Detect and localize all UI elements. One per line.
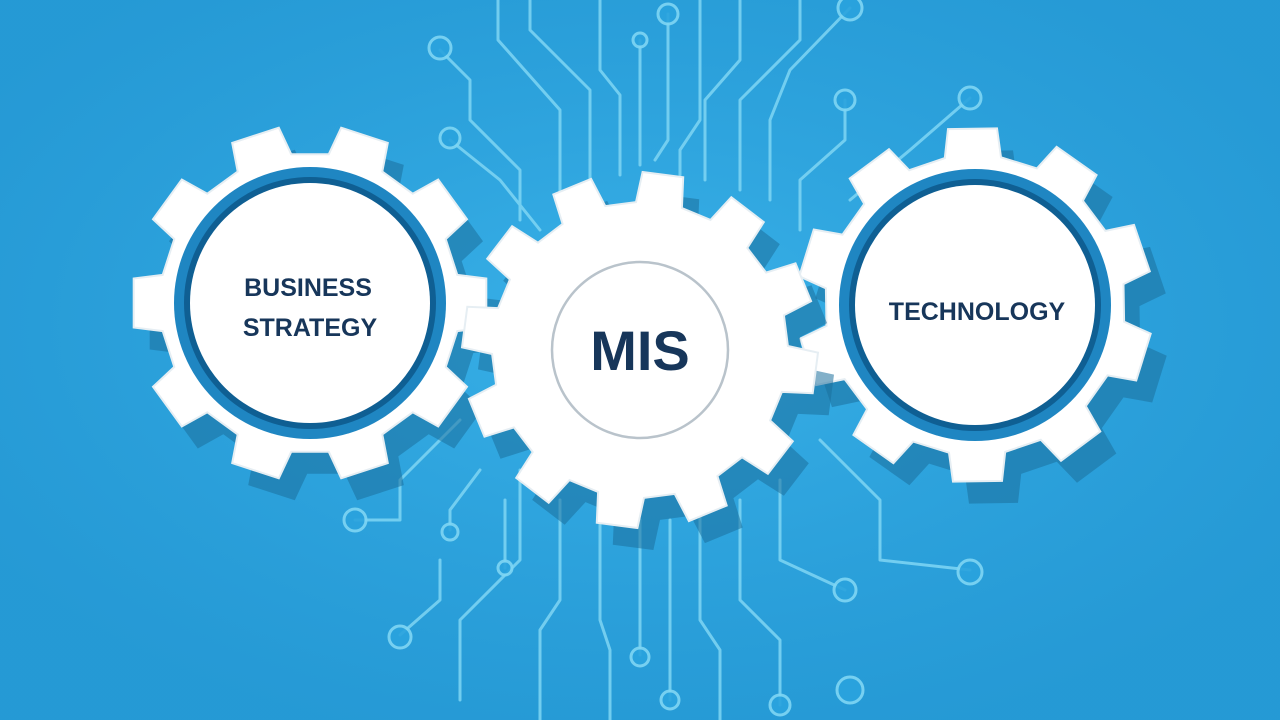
center-gear-label: MIS	[590, 319, 690, 382]
circuit-board-icon	[353, 0, 972, 720]
left-gear-label-line2: STRATEGY	[243, 314, 378, 342]
center-gear-face	[550, 260, 730, 440]
right-gear-face	[855, 185, 1095, 425]
left-gear-label-line1: BUSINESS	[244, 274, 372, 302]
circuit-nodes	[342, 0, 984, 717]
right-gear-label: TECHNOLOGY	[889, 298, 1066, 326]
left-gear-face	[190, 183, 430, 423]
